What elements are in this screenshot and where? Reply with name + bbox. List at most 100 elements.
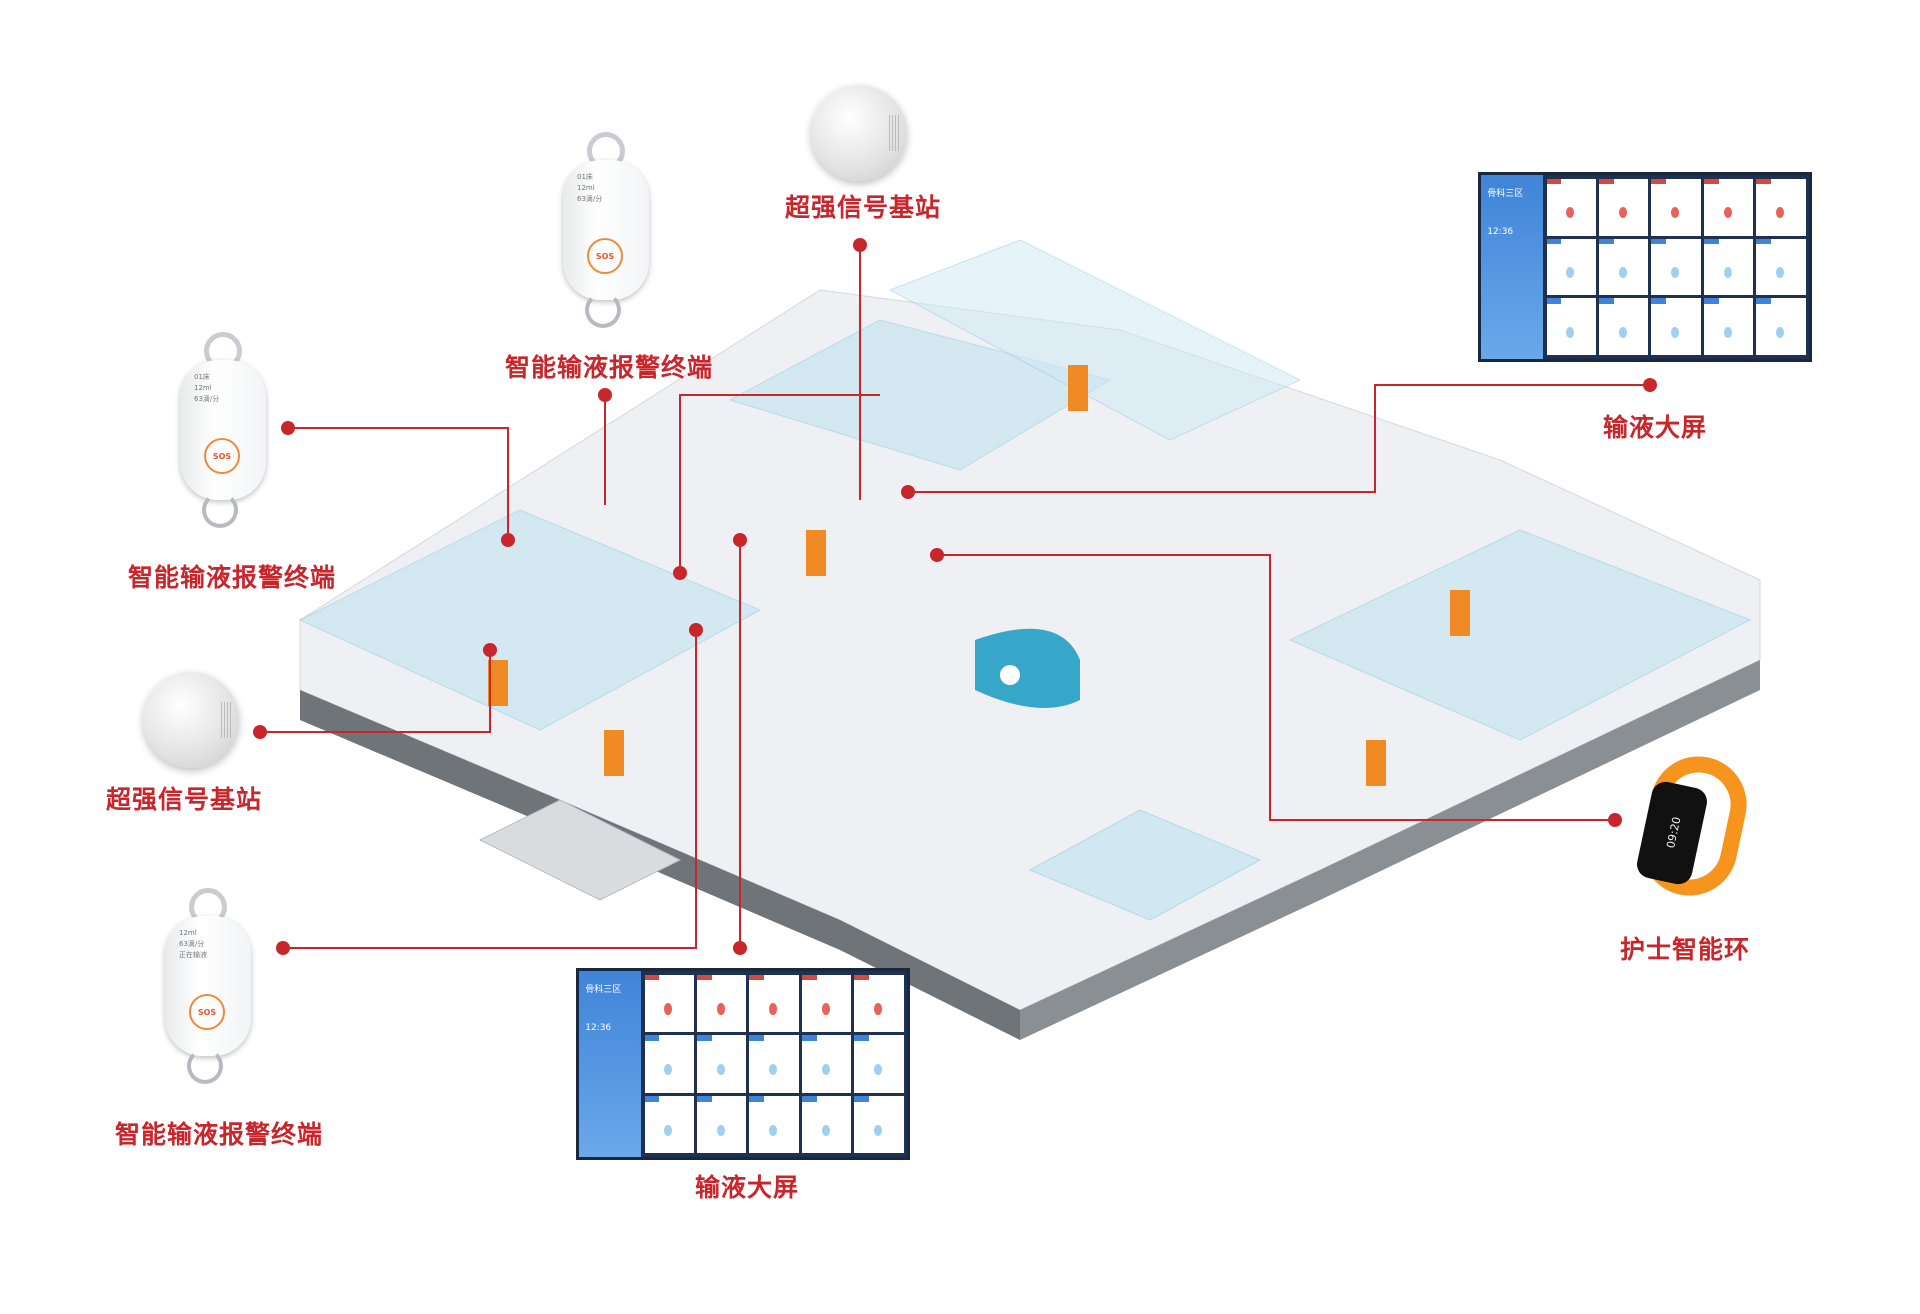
ward-room — [298, 509, 762, 731]
bed-cell — [749, 1095, 799, 1154]
bed-cell — [1703, 298, 1754, 356]
screen-clock: 12:36 — [1487, 226, 1514, 237]
hook-icon — [187, 1048, 223, 1084]
connector-node — [253, 725, 267, 739]
screen-location: 骨科三区 — [585, 985, 622, 996]
connector-node — [483, 643, 497, 657]
bed-cell — [1599, 238, 1649, 296]
connector-node — [1643, 378, 1657, 392]
bed-cell — [1599, 178, 1649, 236]
connector-node — [733, 941, 747, 955]
bed-cell — [1651, 298, 1701, 356]
leader-line — [937, 554, 1615, 821]
bed-cell — [697, 1035, 747, 1093]
infusion-alarm-terminal: 12ml 63滴/分 正在输液 SOS — [165, 888, 251, 1088]
nurse-smart-wristband: 09:20 — [1632, 747, 1756, 906]
bed-cell — [644, 1095, 695, 1154]
leader-line — [260, 650, 491, 733]
station-left-label: 超强信号基站 — [106, 785, 263, 814]
sos-button: SOS — [587, 238, 623, 274]
connector-node — [281, 421, 295, 435]
bed-cell — [854, 1035, 904, 1093]
terminal-display: 12ml 63滴/分 正在输液 — [179, 929, 207, 959]
screen-right-label: 输液大屏 — [1603, 413, 1708, 442]
bed-cell — [1703, 238, 1754, 296]
connector-node — [501, 533, 515, 547]
door — [806, 530, 826, 576]
terminal-top-label: 智能输液报警终端 — [505, 353, 714, 382]
connector-node — [853, 238, 867, 252]
bed-cell — [1546, 238, 1597, 296]
leader-line — [288, 427, 509, 540]
hook-icon — [202, 492, 238, 528]
bed-cell — [1651, 238, 1701, 296]
bed-cell — [1756, 298, 1806, 356]
door — [1068, 365, 1088, 411]
bed-cell — [697, 1095, 747, 1154]
terminal-left-lower-label: 智能输液报警终端 — [115, 1120, 324, 1149]
terminal-display: 01床 12ml 63滴/分 — [577, 173, 603, 203]
door — [488, 660, 508, 706]
bed-cell — [644, 974, 695, 1033]
infusion-alarm-terminal: 01床 12ml 63滴/分 SOS — [563, 132, 649, 332]
hook-icon — [585, 292, 621, 328]
sos-button: SOS — [189, 994, 225, 1030]
connector-node — [930, 548, 944, 562]
door — [604, 730, 624, 776]
reception-room — [1028, 809, 1262, 921]
terminal-left-upper-label: 智能输液报警终端 — [128, 563, 337, 592]
bed-cell — [1756, 238, 1806, 296]
screen-bottom-label: 输液大屏 — [695, 1173, 800, 1202]
terminal-display: 01床 12ml 63滴/分 — [194, 373, 220, 403]
connector-node — [901, 485, 915, 499]
bed-cell — [1703, 178, 1754, 236]
connector-node — [598, 388, 612, 402]
bed-grid — [1546, 178, 1806, 356]
speaker-grille — [221, 702, 231, 738]
bed-cell — [749, 974, 799, 1033]
bed-cell — [1651, 178, 1701, 236]
screen-sidebar: 骨科三区 12:36 — [1481, 175, 1544, 359]
stairs — [478, 799, 682, 901]
sos-button: SOS — [204, 438, 240, 474]
leader-line — [908, 384, 1650, 493]
connector-node — [276, 941, 290, 955]
bed-cell — [854, 974, 904, 1033]
bed-cell — [644, 1035, 695, 1093]
terminal-body — [180, 360, 266, 500]
pharmacy-room — [1288, 529, 1752, 741]
signal-base-station — [811, 85, 907, 181]
bed-cell — [1546, 178, 1597, 236]
connector-node — [673, 566, 687, 580]
connector-node — [1608, 813, 1622, 827]
infusion-alarm-terminal: 01床 12ml 63滴/分 SOS — [180, 332, 266, 532]
signal-base-station — [143, 672, 239, 768]
bed-cell — [1756, 178, 1806, 236]
bed-cell — [697, 974, 747, 1033]
red-cross-sign — [1000, 665, 1020, 685]
infusion-display-screen: 骨科三区 12:36 — [576, 968, 910, 1160]
station-top-label: 超强信号基站 — [785, 193, 942, 222]
bed-cell — [749, 1035, 799, 1093]
terminal-body — [165, 916, 251, 1056]
leader-line — [679, 394, 880, 573]
bed-cell — [1546, 298, 1597, 356]
infusion-display-screen: 骨科三区 12:36 — [1478, 172, 1812, 362]
bed-cell — [1599, 298, 1649, 356]
wristband-label: 护士智能环 — [1620, 935, 1751, 964]
floor-edge-right — [1020, 660, 1760, 1040]
nurse-station-desk — [975, 628, 1080, 708]
door — [1450, 590, 1470, 636]
bed-grid — [644, 974, 904, 1154]
connector-node — [733, 533, 747, 547]
screen-clock: 12:36 — [585, 1023, 612, 1034]
screen-location: 骨科三区 — [1487, 189, 1524, 200]
connector-node — [689, 623, 703, 637]
bed-cell — [801, 1035, 852, 1093]
speaker-grille — [889, 115, 899, 151]
leader-line — [283, 630, 697, 949]
bed-cell — [854, 1095, 904, 1154]
bed-cell — [801, 1095, 852, 1154]
terminal-body — [563, 160, 649, 300]
